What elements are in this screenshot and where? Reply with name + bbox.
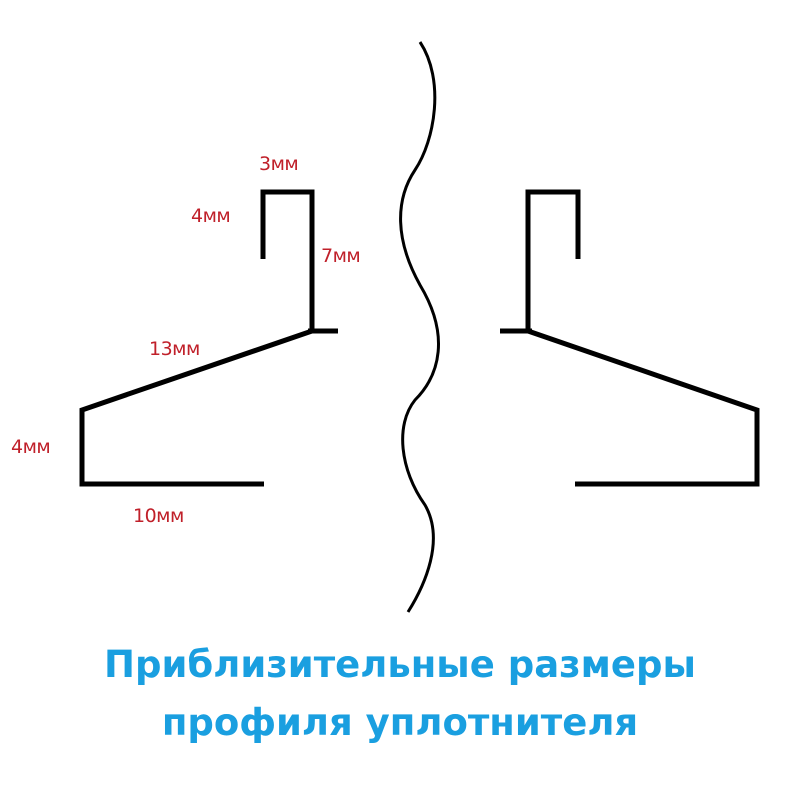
right-profile-hook — [525, 189, 581, 331]
dimension-label-top-width: 3мм — [259, 153, 298, 175]
dimension-label-base: 10мм — [133, 505, 184, 527]
dimension-label-bottom-lip: 4мм — [11, 436, 50, 458]
caption-line-1: Приблизительные размеры — [104, 643, 696, 686]
dimension-label-top-lip: 4мм — [191, 205, 230, 227]
right-profile — [500, 189, 760, 487]
left-profile-body — [79, 328, 313, 487]
left-profile-hook — [260, 189, 315, 331]
left-profile — [79, 189, 338, 487]
break-line — [399, 41, 440, 613]
right-profile-body — [527, 328, 760, 487]
caption-line-2: профиля уплотнителя — [161, 701, 639, 744]
dimension-label-vertical: 7мм — [321, 245, 360, 267]
dimension-label-slant: 13мм — [149, 338, 200, 360]
